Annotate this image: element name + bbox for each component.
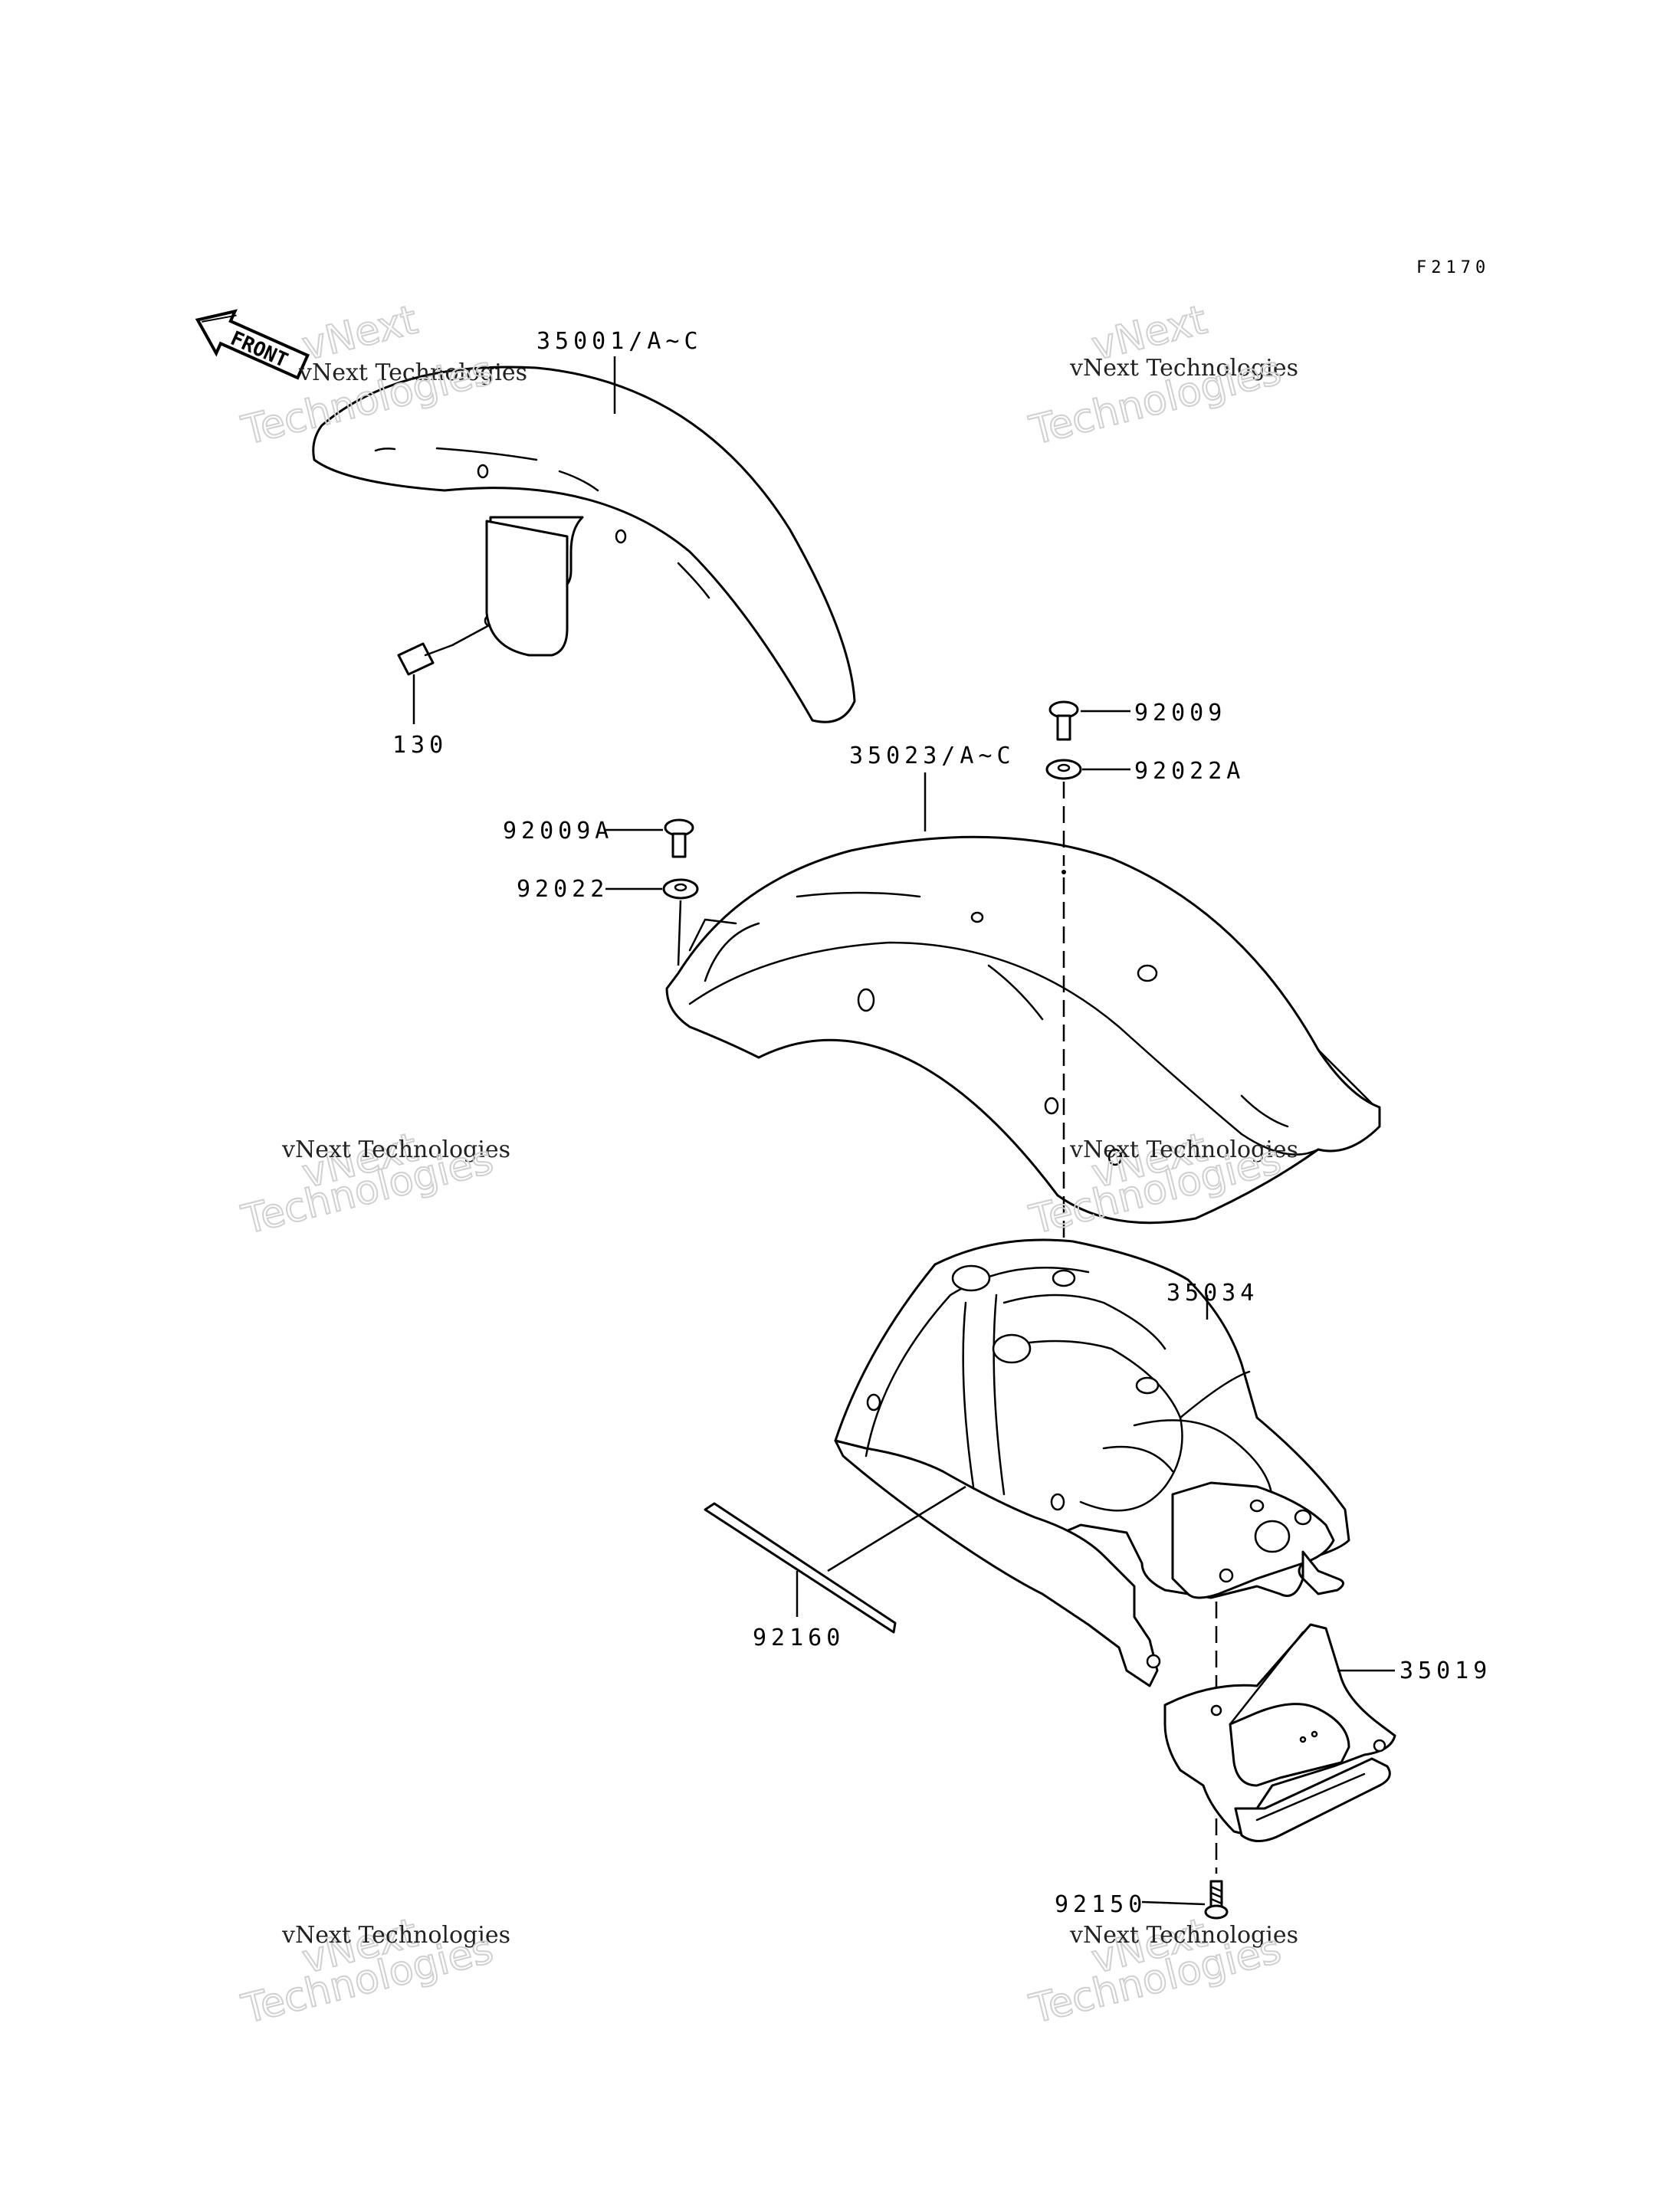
watermark-text: vNext Technologies <box>1069 1136 1298 1163</box>
part-label-92160: 92160 <box>753 1625 845 1651</box>
strip-92160 <box>704 1502 897 1634</box>
part-label-92022A: 92022A <box>1134 758 1245 785</box>
front-arrow-icon: FRONT <box>195 309 310 380</box>
part-label-130: 130 <box>392 732 448 759</box>
inner-fender <box>827 1238 1350 1687</box>
diagram-code: F2170 <box>1416 258 1490 277</box>
part-label-35034: 35034 <box>1166 1280 1258 1307</box>
watermark-text: vNext Technologies <box>1069 355 1298 382</box>
leader-92022 <box>677 900 682 966</box>
part-label-92009: 92009 <box>1134 700 1226 726</box>
watermark-text: vNext Technologies <box>1069 1922 1298 1949</box>
part-label-92009A: 92009A <box>503 818 613 844</box>
screw-92150 <box>1141 1880 1229 1920</box>
part-label-35019: 35019 <box>1399 1658 1491 1684</box>
part-label-35001: 35001/A~C <box>536 328 703 355</box>
watermark-text: vNext Technologies <box>281 1136 510 1163</box>
bolt-92009A <box>605 818 694 858</box>
part-label-92150: 92150 <box>1055 1891 1147 1918</box>
front-fender <box>312 366 856 723</box>
rear-fender <box>665 835 1381 1225</box>
part-label-35023: 35023/A~C <box>849 743 1016 769</box>
bolt-92009 <box>1048 700 1130 741</box>
part-label-92022: 92022 <box>517 876 609 903</box>
license-bracket <box>1163 1623 1396 1842</box>
watermark-text: vNext Technologies <box>281 1922 510 1949</box>
watermark-text: vNext Technologies <box>298 359 527 386</box>
washer-92022A <box>1045 759 1130 780</box>
bolt-130 <box>397 623 491 724</box>
washer-92022 <box>605 878 699 900</box>
